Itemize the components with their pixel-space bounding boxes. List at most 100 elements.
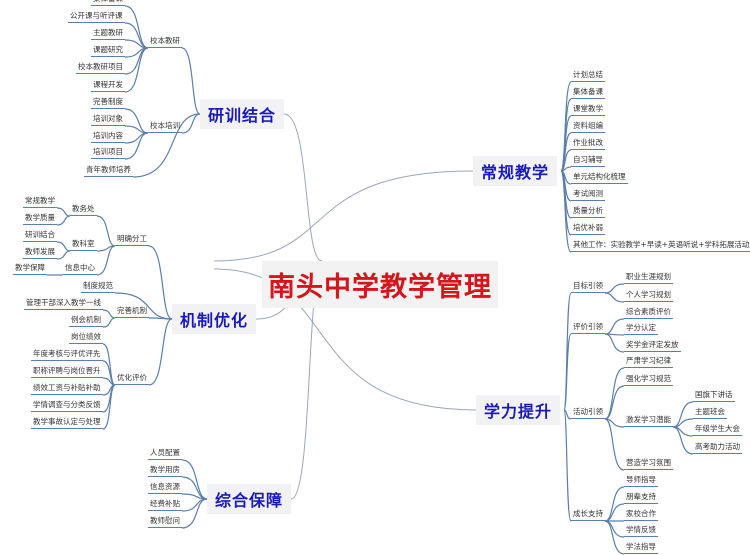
- subtopic-node[interactable]: 教学用房: [148, 464, 182, 477]
- subtopic-node[interactable]: 严肃学习纪律: [624, 355, 673, 368]
- connector-line: [124, 47, 149, 75]
- connector-line: [96, 215, 116, 247]
- connector-line: [283, 113, 323, 262]
- connector-line: [96, 245, 116, 276]
- main-topic[interactable]: 学力提升: [476, 395, 561, 425]
- central-topic[interactable]: 南头中学教学管理: [262, 261, 498, 308]
- subtopic-node[interactable]: 活动引领: [571, 406, 605, 419]
- connector-line: [181, 47, 201, 115]
- subtopic-node[interactable]: 课题研究: [91, 44, 125, 57]
- subtopic-node[interactable]: 学法指导: [624, 541, 658, 554]
- connector-line: [604, 367, 625, 420]
- subtopic-node[interactable]: 计划总结: [571, 69, 605, 82]
- subtopic-node[interactable]: 集体备课: [571, 86, 605, 99]
- connector-line: [604, 418, 625, 471]
- subtopic-node[interactable]: 校本教研: [148, 35, 182, 48]
- subtopic-node[interactable]: 自习辅导: [571, 154, 605, 167]
- subtopic-node[interactable]: 教学质量: [23, 212, 57, 225]
- subtopic-node[interactable]: 信息资源: [148, 481, 182, 494]
- connector-line: [604, 486, 625, 522]
- subtopic-node[interactable]: 主题教研: [91, 27, 125, 40]
- connector-line: [563, 333, 572, 411]
- main-topic[interactable]: 综合保障: [207, 484, 292, 514]
- connector-line: [124, 47, 149, 93]
- subtopic-node[interactable]: 例会机制: [69, 314, 103, 327]
- connector-line: [56, 215, 71, 226]
- subtopic-node[interactable]: 朋辈支持: [624, 491, 658, 504]
- main-topic[interactable]: 常规教学: [473, 156, 558, 186]
- subtopic-node[interactable]: 年度考核与评优评先: [31, 348, 103, 361]
- subtopic-node[interactable]: 培训项目: [91, 146, 125, 159]
- subtopic-node[interactable]: 完善制度: [91, 96, 125, 109]
- subtopic-node[interactable]: 集体备课: [91, 0, 125, 6]
- subtopic-node[interactable]: 教学保障: [13, 262, 47, 275]
- subtopic-node[interactable]: 研训结合: [23, 229, 57, 242]
- connector-line: [604, 503, 625, 522]
- subtopic-node[interactable]: 校本培训: [148, 120, 182, 133]
- subtopic-node[interactable]: 培训对象: [91, 113, 125, 126]
- subtopic-node[interactable]: 培优补弱: [571, 222, 605, 235]
- subtopic-node[interactable]: 作业批改: [571, 137, 605, 150]
- connector-line: [124, 22, 149, 49]
- subtopic-node[interactable]: 公开课与听评课: [68, 10, 125, 23]
- subtopic-node[interactable]: 课堂教学: [571, 103, 605, 116]
- subtopic-node[interactable]: 常规教学: [23, 195, 57, 208]
- main-topic[interactable]: 研训结合: [200, 99, 285, 129]
- subtopic-node[interactable]: 信息中心: [63, 262, 97, 275]
- subtopic-node[interactable]: 校本教研项目: [76, 61, 125, 74]
- subtopic-node[interactable]: 主题班会: [693, 406, 727, 419]
- subtopic-node[interactable]: 青年教师培养: [84, 164, 133, 177]
- subtopic-node[interactable]: 学情调查与分类反馈: [31, 399, 103, 412]
- subtopic-node[interactable]: 明确分工: [115, 233, 149, 246]
- connector-line: [102, 384, 116, 430]
- subtopic-node[interactable]: 导师指导: [624, 474, 658, 487]
- subtopic-node[interactable]: 高考助力活动: [693, 441, 742, 454]
- subtopic-node[interactable]: 学分认定: [624, 322, 658, 335]
- subtopic-node[interactable]: 成长支持: [571, 508, 605, 521]
- subtopic-node[interactable]: 家校合作: [624, 508, 658, 521]
- connector-line: [148, 318, 173, 386]
- subtopic-node[interactable]: 教科室: [70, 238, 97, 251]
- subtopic-node[interactable]: 绩效工资与补贴补助: [31, 382, 103, 395]
- subtopic-node[interactable]: 培训内容: [91, 130, 125, 143]
- subtopic-node[interactable]: 强化学习规范: [624, 373, 673, 386]
- subtopic-node[interactable]: 激发学习潜能: [624, 414, 673, 427]
- connector-line: [672, 401, 694, 428]
- subtopic-node[interactable]: 质量分析: [571, 205, 605, 218]
- subtopic-node[interactable]: 教学事故认定与处理: [31, 416, 103, 429]
- subtopic-node[interactable]: 年级学生大会: [693, 423, 742, 436]
- subtopic-node[interactable]: 奖学金评定发放: [624, 339, 681, 352]
- subtopic-node[interactable]: 考试阅测: [571, 188, 605, 201]
- connector-line: [181, 498, 208, 529]
- connector-line: [56, 241, 71, 252]
- connector-line: [124, 5, 149, 49]
- subtopic-node[interactable]: 资料组编: [571, 120, 605, 133]
- subtopic-node[interactable]: 优化评价: [115, 372, 149, 385]
- subtopic-node[interactable]: 营造学习氛围: [624, 457, 673, 470]
- subtopic-node[interactable]: 教师慰问: [148, 515, 182, 528]
- connector-line: [181, 493, 208, 500]
- subtopic-node[interactable]: 教务处: [70, 203, 97, 216]
- subtopic-node[interactable]: 单元结构化梳理: [571, 171, 628, 184]
- connector-line: [132, 113, 201, 178]
- subtopic-node[interactable]: 其他工作：实验教学+早读+英语听说+学科拓展活动: [571, 239, 750, 252]
- subtopic-node[interactable]: 岗位绩效: [69, 331, 103, 344]
- subtopic-node[interactable]: 经费补贴: [148, 498, 182, 511]
- connector-line: [56, 250, 71, 260]
- subtopic-node[interactable]: 人员配置: [148, 447, 182, 460]
- subtopic-node[interactable]: 完善机制: [115, 305, 149, 318]
- subtopic-node[interactable]: 制度规范: [81, 280, 115, 293]
- subtopic-node[interactable]: 评价引领: [571, 321, 605, 334]
- subtopic-node[interactable]: 目标引领: [571, 280, 605, 293]
- subtopic-node[interactable]: 管理干部深入教学一线: [24, 297, 103, 310]
- main-topic[interactable]: 机制优化: [172, 304, 257, 334]
- subtopic-node[interactable]: 职业生涯规划: [624, 271, 673, 284]
- subtopic-node[interactable]: 课程开发: [91, 79, 125, 92]
- subtopic-node[interactable]: 综合素质评价: [624, 306, 673, 319]
- subtopic-node[interactable]: 个人学习规划: [624, 289, 673, 302]
- subtopic-node[interactable]: 职称评聘与岗位晋升: [31, 365, 103, 378]
- subtopic-node[interactable]: 教师发展: [23, 246, 57, 259]
- subtopic-node[interactable]: 学情反馈: [624, 524, 658, 537]
- connector-line: [181, 459, 208, 500]
- subtopic-node[interactable]: 国旗下讲话: [693, 389, 735, 402]
